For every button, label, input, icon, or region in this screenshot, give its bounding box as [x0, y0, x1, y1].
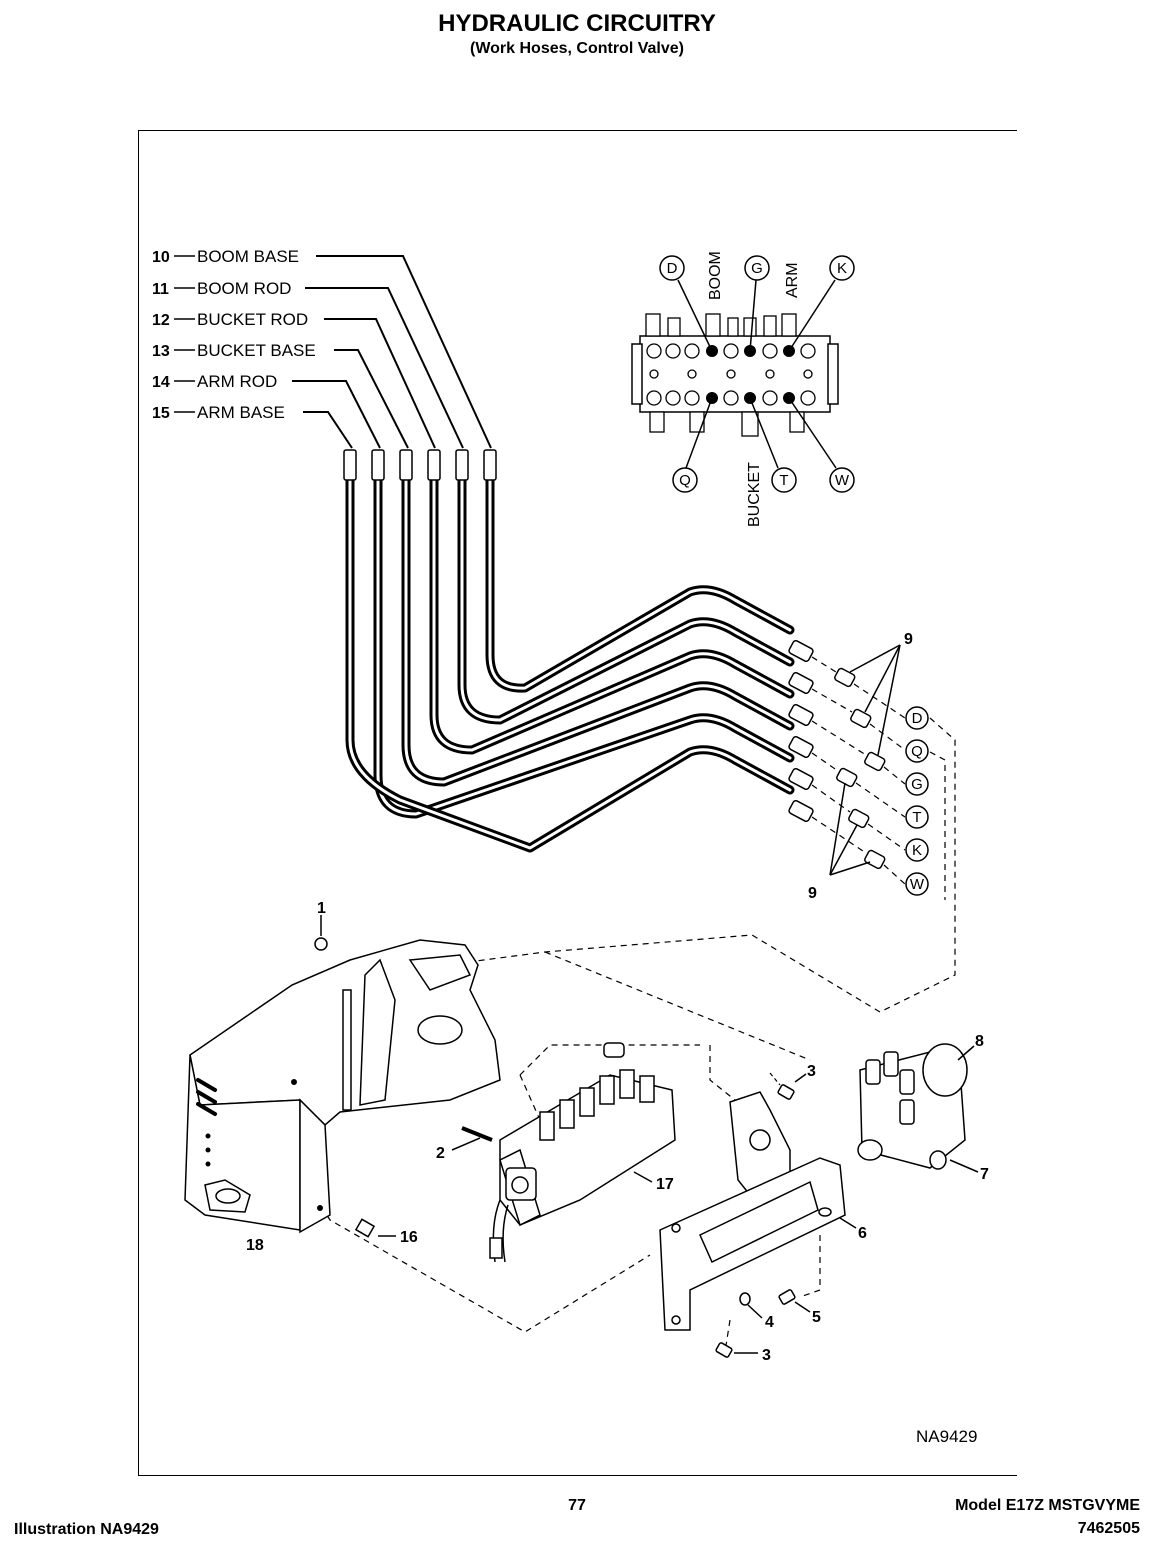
- valve-port-w: W: [835, 472, 850, 489]
- callout-16: 16: [400, 1229, 418, 1246]
- bolt-part-2: [451, 1126, 493, 1151]
- callout-9-top: 9: [904, 631, 913, 648]
- valve-port-t: T: [779, 472, 788, 489]
- bolt-part-5: [778, 1289, 811, 1313]
- page-number: 77: [568, 1497, 586, 1514]
- hose-top-fittings: [343, 449, 497, 481]
- callout-3-bottom: 3: [762, 1347, 771, 1364]
- callout-7: 7: [980, 1166, 989, 1183]
- svg-text:BOOM BASE: BOOM BASE: [197, 247, 299, 266]
- illustration-label: Illustration NA9429: [14, 1521, 159, 1538]
- illustration-code: NA9429: [916, 1427, 977, 1446]
- pilot-valve-part-7: [857, 1043, 968, 1170]
- part-number: 7462505: [1077, 1520, 1140, 1537]
- fitting-port-w: W: [910, 876, 925, 893]
- svg-text:ARM BASE: ARM BASE: [197, 403, 285, 422]
- hose-label-15: 15 ARM BASE: [152, 403, 353, 449]
- callout-17: 17: [656, 1176, 674, 1193]
- adapter-fittings: [834, 667, 886, 870]
- valve-port-k: K: [837, 260, 847, 277]
- bolt-part-3-top: [769, 1072, 807, 1100]
- page-subtitle: (Work Hoses, Control Valve): [470, 40, 684, 57]
- valve-label-bucket: BUCKET: [746, 462, 763, 527]
- chassis-frame: [184, 939, 501, 1234]
- fitting-port-d: D: [912, 710, 923, 727]
- callout-5: 5: [812, 1309, 821, 1326]
- valve-port-g: G: [751, 260, 763, 277]
- svg-text:15: 15: [152, 405, 170, 422]
- hose-right-fittings: [788, 639, 814, 823]
- callout-4: 4: [765, 1314, 774, 1331]
- svg-text:BUCKET BASE: BUCKET BASE: [197, 341, 316, 360]
- callout-1: 1: [317, 900, 326, 917]
- page-title: HYDRAULIC CIRCUITRY: [438, 10, 716, 37]
- bolt-part-16: [354, 1218, 396, 1238]
- chassis-vents: [196, 1078, 217, 1116]
- svg-text:BOOM ROD: BOOM ROD: [197, 279, 291, 298]
- callout-6: 6: [858, 1225, 867, 1242]
- callout-9-leaders: [829, 644, 901, 876]
- hose-label-12: 12 BUCKET ROD: [152, 310, 436, 449]
- control-valve-part-17: [489, 1042, 676, 1263]
- svg-text:12: 12: [152, 312, 170, 329]
- valve-label-arm: ARM: [784, 262, 801, 298]
- svg-text:ARM ROD: ARM ROD: [197, 372, 277, 391]
- nut-part-1: [314, 915, 328, 951]
- bracket-part-6: [659, 1091, 846, 1331]
- svg-text:10: 10: [152, 249, 170, 266]
- callout-2: 2: [436, 1145, 445, 1162]
- svg-text:13: 13: [152, 343, 170, 360]
- svg-text:11: 11: [152, 281, 169, 298]
- callout-3-top: 3: [807, 1063, 816, 1080]
- work-hoses: [345, 475, 795, 853]
- hose-label-13: 13 BUCKET BASE: [152, 341, 409, 449]
- valve-label-boom: BOOM: [707, 251, 724, 300]
- valve-inset: [631, 255, 855, 493]
- valve-port-q: Q: [679, 472, 691, 489]
- svg-text:14: 14: [152, 374, 170, 391]
- hose-label-11: 11 BOOM ROD: [152, 279, 464, 449]
- fitting-port-g: G: [911, 776, 923, 793]
- callout-8: 8: [975, 1033, 984, 1050]
- chassis-holes: [205, 1079, 323, 1211]
- fitting-port-k: K: [912, 842, 922, 859]
- fitting-port-labels: [905, 706, 929, 896]
- callout-9-bottom: 9: [808, 885, 817, 902]
- fitting-port-q: Q: [911, 743, 923, 760]
- hose-label-14: 14 ARM ROD: [152, 372, 381, 449]
- model-label: Model E17Z MSTGVYME: [955, 1497, 1140, 1514]
- svg-text:BUCKET ROD: BUCKET ROD: [197, 310, 308, 329]
- diagram-frame: [138, 130, 1017, 1476]
- callout-18: 18: [246, 1237, 264, 1254]
- washer-part-4: [739, 1292, 763, 1319]
- bolt-part-3-bottom: [715, 1342, 758, 1358]
- fitting-port-t: T: [912, 809, 921, 826]
- valve-port-d: D: [667, 260, 678, 277]
- hose-label-10: 10 BOOM BASE: [152, 247, 492, 449]
